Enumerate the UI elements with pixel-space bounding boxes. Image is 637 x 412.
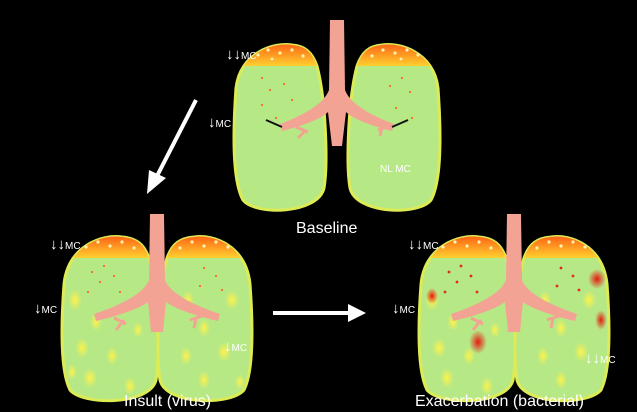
down-arrow-icon: ↓ bbox=[208, 114, 216, 131]
baseline-mc-top: ↓↓MC bbox=[226, 46, 257, 64]
down-arrow-icon: ↓ bbox=[34, 300, 42, 317]
insult-mc-mid: ↓MC bbox=[34, 300, 57, 318]
double-down-arrow-icon: ↓↓ bbox=[226, 46, 241, 63]
down-arrow-icon: ↓ bbox=[224, 338, 232, 355]
double-down-arrow-icon: ↓↓ bbox=[50, 236, 65, 253]
double-down-arrow-icon: ↓↓ bbox=[408, 236, 423, 253]
exacerbation-mc-top: ↓↓MC bbox=[408, 236, 439, 254]
exacerbation-mc-right: ↓↓MC bbox=[585, 350, 616, 368]
double-down-arrow-icon: ↓↓ bbox=[585, 350, 600, 367]
baseline-lungs bbox=[225, 20, 450, 210]
insult-mc-top: ↓↓MC bbox=[50, 236, 81, 254]
left-lung bbox=[234, 44, 326, 210]
baseline-nl-mc: NL MC bbox=[380, 164, 411, 175]
caption-insult: Insult (virus) bbox=[124, 393, 211, 411]
baseline-mc-mid: ↓MC bbox=[208, 114, 231, 132]
flow-arrow-horizontal bbox=[273, 304, 366, 322]
right-lung bbox=[348, 44, 440, 210]
down-arrow-icon: ↓ bbox=[392, 300, 400, 317]
insult-lungs bbox=[55, 214, 260, 401]
caption-baseline: Baseline bbox=[296, 220, 357, 238]
exacerbation-lungs bbox=[412, 214, 617, 401]
left-lung bbox=[419, 237, 515, 401]
left-lung bbox=[62, 237, 158, 401]
insult-mc-right: ↓MC bbox=[224, 338, 247, 356]
exacerbation-mc-mid: ↓MC bbox=[392, 300, 415, 318]
caption-exacerbation: Exacerbation (bacterial) bbox=[415, 393, 584, 411]
flow-arrow-diagonal bbox=[147, 100, 196, 194]
